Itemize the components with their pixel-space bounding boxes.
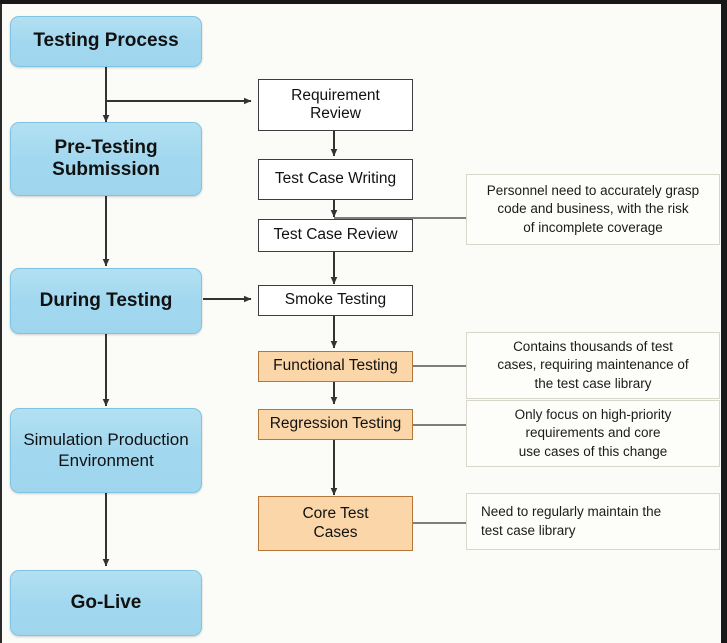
step-functional-testing[interactable]: Functional Testing: [258, 351, 413, 382]
step-requirement-review[interactable]: Requirement Review: [258, 79, 413, 131]
step-regression-testing[interactable]: Regression Testing: [258, 409, 413, 440]
step-smoke-testing[interactable]: Smoke Testing: [258, 285, 413, 316]
note-core-test-cases: Need to regularly maintain the test case…: [466, 493, 720, 550]
step-test-case-writing[interactable]: Test Case Writing: [258, 159, 413, 200]
step-core-test-cases[interactable]: Core Test Cases: [258, 496, 413, 551]
note-test-case-review: Personnel need to accurately grasp code …: [466, 174, 720, 245]
phase-testing-process[interactable]: Testing Process: [10, 16, 202, 67]
note-functional-testing: Contains thousands of test cases, requir…: [466, 332, 720, 399]
phase-simulation-production-environment[interactable]: Simulation Production Environment: [10, 408, 202, 493]
canvas-right-edge: [721, 4, 727, 643]
phase-pre-testing-submission[interactable]: Pre-Testing Submission: [10, 122, 202, 196]
phase-go-live[interactable]: Go-Live: [10, 570, 202, 636]
step-test-case-review[interactable]: Test Case Review: [258, 219, 413, 252]
phase-during-testing[interactable]: During Testing: [10, 268, 202, 334]
canvas-left-edge: [0, 4, 2, 643]
note-regression-testing: Only focus on high-priority requirements…: [466, 400, 720, 467]
